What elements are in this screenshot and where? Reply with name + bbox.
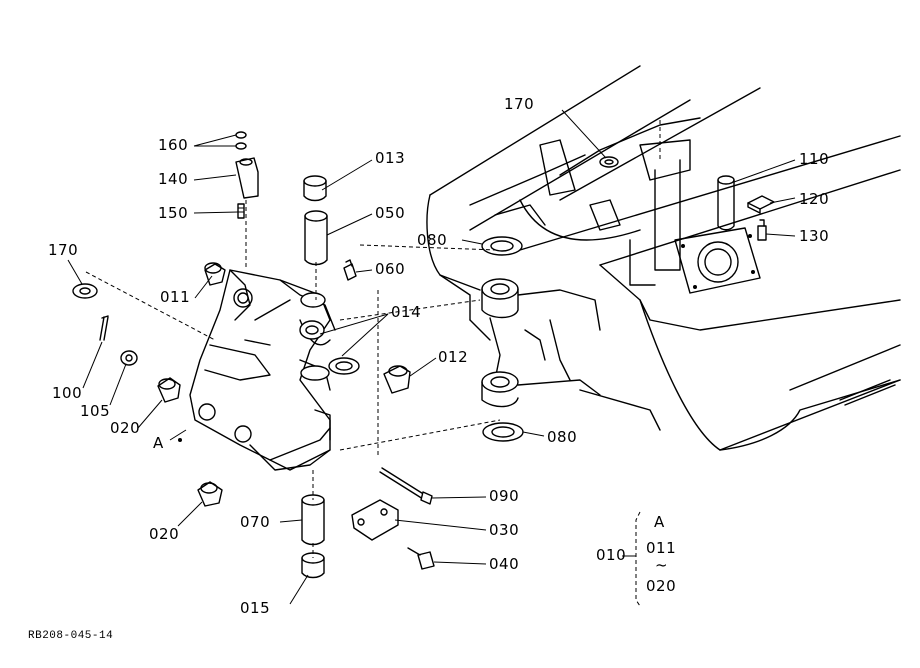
callout-040: 040 bbox=[489, 555, 520, 573]
bushing-011 bbox=[204, 262, 226, 286]
callout-020-lower: 020 bbox=[149, 525, 180, 543]
collar-013 bbox=[303, 175, 327, 202]
callout-011: 011 bbox=[160, 288, 191, 306]
drawing-code: RB208-045-14 bbox=[28, 630, 114, 642]
callout-170-left: 170 bbox=[48, 241, 79, 259]
legend-range-mark: ~ bbox=[655, 556, 669, 574]
bolt-090 bbox=[379, 467, 433, 505]
callout-A: A bbox=[153, 434, 164, 452]
callout-080-bottom: 080 bbox=[547, 428, 578, 446]
callout-012: 012 bbox=[438, 348, 469, 366]
pin-050 bbox=[304, 210, 328, 266]
pin-110 bbox=[717, 175, 735, 231]
callout-020-upper: 020 bbox=[110, 419, 141, 437]
collar-015 bbox=[301, 552, 325, 579]
plate-140 bbox=[235, 157, 259, 199]
cotter-pin-100 bbox=[99, 315, 109, 341]
bushing-020-upper bbox=[157, 377, 181, 403]
bracket-030 bbox=[351, 499, 399, 541]
callout-120: 120 bbox=[799, 190, 830, 208]
washer-170-top bbox=[599, 156, 619, 168]
nuts-160 bbox=[235, 131, 247, 150]
grease-nipple-130 bbox=[757, 219, 767, 241]
pin-070 bbox=[301, 494, 325, 546]
washer-080-top bbox=[481, 236, 523, 256]
bolt-150 bbox=[237, 203, 245, 219]
callout-060: 060 bbox=[375, 260, 406, 278]
legend-to: 020 bbox=[646, 577, 677, 595]
callout-160: 160 bbox=[158, 136, 189, 154]
swing-arm bbox=[481, 278, 601, 408]
legend-group-number: 010 bbox=[596, 546, 627, 564]
callout-110: 110 bbox=[799, 150, 830, 168]
legend-first: A bbox=[654, 513, 665, 531]
callout-130: 130 bbox=[799, 227, 830, 245]
callout-105: 105 bbox=[80, 402, 111, 420]
washer-105 bbox=[120, 350, 138, 366]
tractor-frame bbox=[426, 65, 901, 451]
callout-013: 013 bbox=[375, 149, 406, 167]
front-axle-bracket bbox=[189, 269, 360, 471]
callout-150: 150 bbox=[158, 204, 189, 222]
legend-from: 011 bbox=[646, 539, 677, 557]
washer-170-left bbox=[72, 283, 98, 299]
washer-080-bottom bbox=[482, 422, 524, 442]
callout-030: 030 bbox=[489, 521, 520, 539]
callout-090: 090 bbox=[489, 487, 520, 505]
callout-015: 015 bbox=[240, 599, 271, 617]
callout-014: 014 bbox=[391, 303, 422, 321]
bolt-040 bbox=[407, 547, 435, 570]
leader-lines bbox=[67, 109, 796, 605]
bushing-020-lower bbox=[197, 481, 223, 507]
callout-070: 070 bbox=[240, 513, 271, 531]
callout-050: 050 bbox=[375, 204, 406, 222]
legend-bracket bbox=[622, 511, 641, 607]
callout-140: 140 bbox=[158, 170, 189, 188]
callout-080-top: 080 bbox=[417, 231, 448, 249]
grease-nipple-060 bbox=[343, 259, 357, 281]
bushing-012 bbox=[383, 365, 411, 394]
callout-100: 100 bbox=[52, 384, 83, 402]
callout-170-top: 170 bbox=[504, 95, 535, 113]
